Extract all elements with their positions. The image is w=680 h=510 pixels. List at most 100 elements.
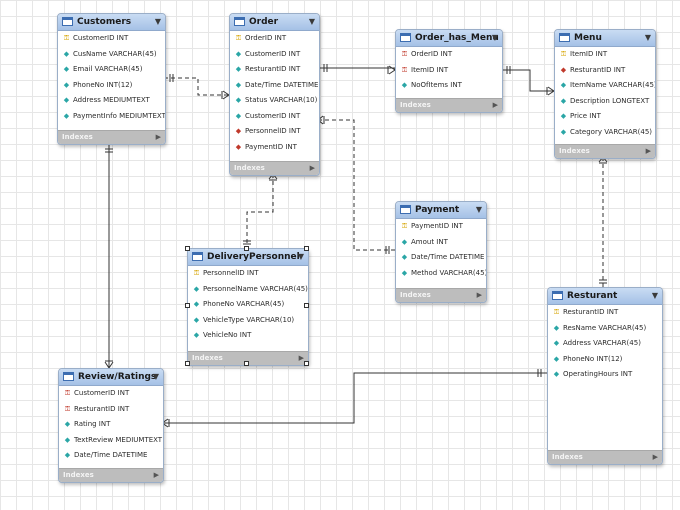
column-row[interactable]: ◆ItemName VARCHAR(45)	[555, 78, 655, 94]
collapse-arrow-icon[interactable]: ▼	[491, 33, 498, 42]
collapse-arrow-icon[interactable]: ▼	[308, 17, 315, 26]
column-row[interactable]: ◆PhoneNo INT(12)	[58, 78, 165, 94]
column-list: ⚿CustomerID INT◆CusName VARCHAR(45)◆Emai…	[58, 31, 165, 124]
column-row[interactable]: ◆Price INT	[555, 109, 655, 125]
collapse-arrow-icon[interactable]: ▼	[152, 372, 159, 381]
collapse-arrow-icon[interactable]: ▼	[644, 33, 651, 42]
column-row[interactable]: ◆Status VARCHAR(10)	[230, 93, 319, 109]
column-row[interactable]: ◆Address VARCHAR(45)	[548, 336, 662, 352]
expand-arrow-icon[interactable]: ▶	[153, 471, 159, 479]
collapse-arrow-icon[interactable]: ▼	[154, 17, 161, 26]
column-list: ⚿ItemID INT◆ResturantID INT◆ItemName VAR…	[555, 47, 655, 140]
column-label: CustomerID INT	[245, 49, 301, 58]
table-resturant[interactable]: Resturant▼ ⚿ResturantID INT◆ResName VARC…	[547, 287, 663, 465]
column-row[interactable]: ⚿OrderID INT	[396, 47, 502, 63]
column-row[interactable]: ⚿OrderID INT	[230, 31, 319, 47]
column-row[interactable]: ◆VehicleNo INT	[188, 328, 308, 344]
column-row[interactable]: ⚿ItemID INT	[555, 47, 655, 63]
expand-arrow-icon[interactable]: ▶	[492, 101, 498, 109]
column-row[interactable]: ◆Address MEDIUMTEXT	[58, 93, 165, 109]
table-header[interactable]: DeliveryPersonnel▼	[188, 249, 308, 266]
resize-handle[interactable]	[185, 361, 190, 366]
column-row[interactable]: ◆Description LONGTEXT	[555, 94, 655, 110]
column-row[interactable]: ◆Rating INT	[59, 417, 163, 433]
table-header[interactable]: Resturant▼	[548, 288, 662, 305]
table-header[interactable]: Order_has_Menu▼	[396, 30, 502, 47]
column-row[interactable]: ◆PhoneNo INT(12)	[548, 352, 662, 368]
table-order-has-menu[interactable]: Order_has_Menu▼ ⚿OrderID INT⚿ItemID INT◆…	[395, 29, 503, 113]
resize-handle[interactable]	[185, 246, 190, 251]
table-menu[interactable]: Menu▼ ⚿ItemID INT◆ResturantID INT◆ItemNa…	[554, 29, 656, 159]
expand-arrow-icon[interactable]: ▶	[309, 164, 315, 172]
column-row[interactable]: ◆CustomerID INT	[230, 109, 319, 125]
table-review-ratings[interactable]: Review/Ratings▼ ⚿CustomerID INT⚿Resturan…	[58, 368, 164, 483]
column-label: OrderID INT	[411, 50, 453, 58]
collapse-arrow-icon[interactable]: ▼	[297, 252, 304, 261]
expand-arrow-icon[interactable]: ▶	[298, 354, 304, 362]
column-row[interactable]: ◆PersonnelName VARCHAR(45)	[188, 282, 308, 298]
diamond-icon: ◆	[193, 284, 200, 293]
column-row[interactable]: ⚿PaymentID INT	[396, 219, 486, 235]
column-row[interactable]: ⚿PersonnelID INT	[188, 266, 308, 282]
column-row[interactable]: ◆ResturantID INT	[230, 62, 319, 78]
collapse-arrow-icon[interactable]: ▼	[475, 205, 482, 214]
expand-arrow-icon[interactable]: ▶	[155, 133, 161, 141]
collapse-arrow-icon[interactable]: ▼	[651, 291, 658, 300]
column-row[interactable]: ◆VehicleType VARCHAR(10)	[188, 313, 308, 329]
table-payment[interactable]: Payment ▼ ⚿PaymentID INT◆Amout INT◆Date/T…	[395, 201, 487, 303]
indexes-section[interactable]: Indexes▶	[555, 144, 655, 158]
table-order[interactable]: Order▼ ⚿OrderID INT◆CustomerID INT◆Restu…	[229, 13, 320, 176]
column-row[interactable]: ⚿ResturantID INT	[59, 402, 163, 418]
table-title: Payment	[415, 205, 460, 215]
column-row[interactable]: ◆Amout INT	[396, 235, 486, 251]
table-header[interactable]: Payment ▼	[396, 202, 486, 219]
column-row[interactable]: ◆PaymentID INT	[230, 140, 319, 156]
table-delivery-personnel[interactable]: DeliveryPersonnel▼ ⚿PersonnelID INT◆Pers…	[187, 248, 309, 366]
table-header[interactable]: Review/Ratings▼	[59, 369, 163, 386]
table-customers[interactable]: Customers▼ ⚿CustomerID INT◆CusName VARCH…	[57, 13, 166, 145]
column-row[interactable]: ◆CusName VARCHAR(45)	[58, 47, 165, 63]
column-row[interactable]: ◆PaymentInfo MEDIUMTEXT	[58, 109, 165, 125]
resize-handle[interactable]	[304, 303, 309, 308]
resize-handle[interactable]	[185, 303, 190, 308]
resize-handle[interactable]	[304, 246, 309, 251]
table-header[interactable]: Order▼	[230, 14, 319, 31]
column-row[interactable]: ⚿CustomerID INT	[58, 31, 165, 47]
indexes-section[interactable]: Indexes▶	[59, 468, 163, 482]
expand-arrow-icon[interactable]: ▶	[645, 147, 651, 155]
column-row[interactable]: ◆Category VARCHAR(45)	[555, 125, 655, 141]
table-header[interactable]: Customers▼	[58, 14, 165, 31]
column-label: ResturantID INT	[74, 404, 130, 413]
column-row[interactable]: ◆Method VARCHAR(45)	[396, 266, 486, 282]
column-row[interactable]: ⚿ItemID INT	[396, 63, 502, 79]
indexes-section[interactable]: Indexes▶	[230, 161, 319, 175]
column-row[interactable]: ◆PersonnelID INT	[230, 124, 319, 140]
column-row[interactable]: ◆NoOfItems INT	[396, 78, 502, 94]
diamond-icon: ◆	[63, 65, 70, 73]
column-row[interactable]: ◆Date/Time DATETIME	[59, 448, 163, 464]
column-row[interactable]: ◆Date/Time DATETIME	[396, 250, 486, 266]
resize-handle[interactable]	[244, 246, 249, 251]
column-row[interactable]: ◆OperatingHours INT	[548, 367, 662, 383]
column-row[interactable]: ◆ResName VARCHAR(45)	[548, 321, 662, 337]
column-row[interactable]: ◆Email VARCHAR(45)	[58, 62, 165, 78]
resize-handle[interactable]	[244, 361, 249, 366]
indexes-section[interactable]: Indexes▶	[396, 288, 486, 302]
indexes-section[interactable]: Indexes▶	[58, 130, 165, 144]
column-row[interactable]: ◆TextReview MEDIUMTEXT	[59, 433, 163, 449]
table-header[interactable]: Menu▼	[555, 30, 655, 47]
indexes-section[interactable]: Indexes▶	[396, 98, 502, 112]
column-row[interactable]: ⚿ResturantID INT	[548, 305, 662, 321]
column-row[interactable]: ◆ResturantID INT	[555, 63, 655, 79]
diamond-icon: ◆	[64, 451, 71, 459]
expand-arrow-icon[interactable]: ▶	[476, 291, 482, 299]
column-row[interactable]: ◆CustomerID INT	[230, 47, 319, 63]
resize-handle[interactable]	[304, 361, 309, 366]
indexes-section[interactable]: Indexes▶	[548, 450, 662, 464]
column-row[interactable]: ◆Date/Time DATETIME	[230, 78, 319, 94]
indexes-section[interactable]: Indexes▶	[188, 351, 308, 365]
column-row[interactable]: ⚿CustomerID INT	[59, 386, 163, 402]
column-row[interactable]: ◆PhoneNo VARCHAR(45)	[188, 297, 308, 313]
column-list: ⚿PaymentID INT◆Amout INT◆Date/Time DATET…	[396, 219, 486, 281]
expand-arrow-icon[interactable]: ▶	[652, 453, 658, 461]
